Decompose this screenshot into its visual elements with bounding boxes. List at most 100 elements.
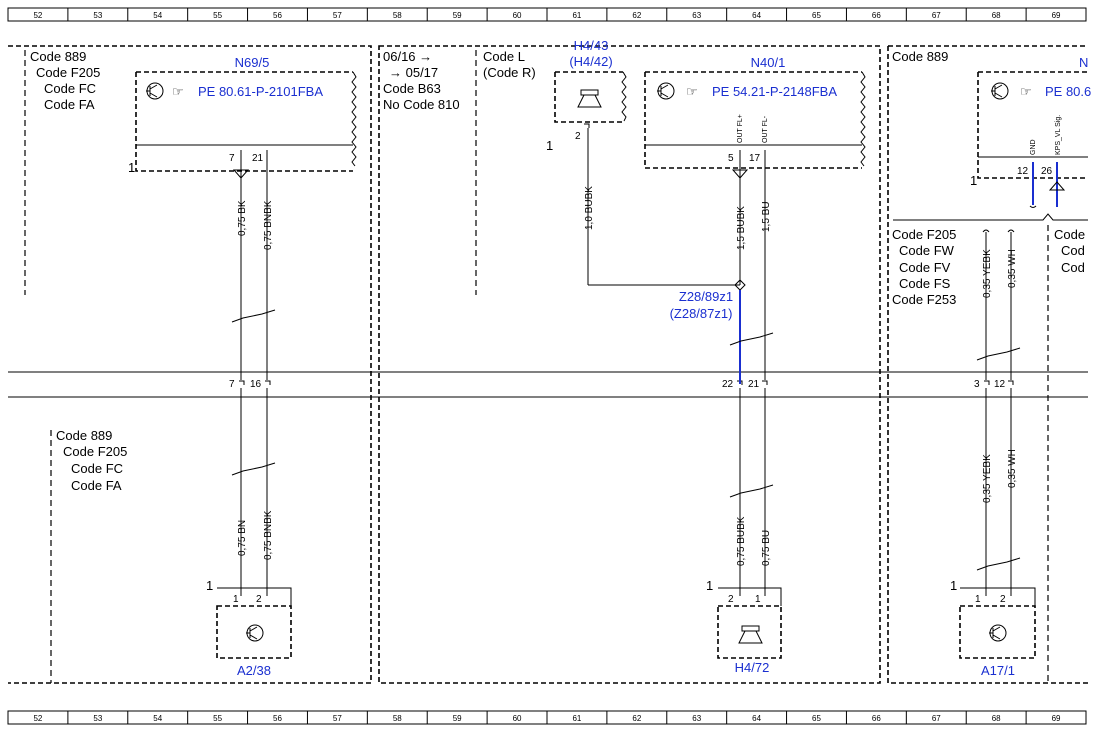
- ruler-column-label: 66: [872, 714, 881, 723]
- transistor-icon: [246, 624, 264, 642]
- code-line: Code FC: [71, 461, 123, 476]
- ground-mark: 1: [546, 138, 553, 153]
- code-line: Code B63: [383, 81, 441, 96]
- pointing-hand-icon: ☞: [172, 84, 184, 99]
- ruler-column-label: 68: [992, 11, 1001, 20]
- ruler-column-label: 55: [213, 714, 222, 723]
- code-line: → 05/17: [389, 65, 438, 80]
- wire-label: 1,5 BUBK: [736, 206, 747, 250]
- component-id: H4/43: [574, 38, 609, 53]
- ruler-column-label: 54: [153, 714, 162, 723]
- ruler-column-label: 64: [752, 11, 761, 20]
- code-line: Code FA: [71, 478, 122, 493]
- ground-mark: 1: [706, 578, 713, 593]
- component-id: N69/5: [235, 55, 270, 70]
- ruler-column-label: 69: [1052, 714, 1061, 723]
- code-line: Code F205: [892, 227, 956, 242]
- splice-alt-id: (Z28/87z1): [670, 306, 733, 321]
- code-line: Code FW: [899, 243, 955, 258]
- ruler-column-label: 66: [872, 11, 881, 20]
- component-id: H4/72: [735, 660, 770, 675]
- ground-mark: 1: [970, 173, 977, 188]
- pin-number: 12: [994, 379, 1006, 390]
- speaker-h4-72[interactable]: 1 2 1 H4/72: [706, 578, 782, 675]
- code-line: Code 889: [30, 49, 86, 64]
- ruler-column-label: 63: [692, 714, 701, 723]
- component-a2-38[interactable]: 1 1 2 A2/38: [206, 578, 292, 678]
- wire-label: 0,75 BN: [237, 520, 248, 556]
- module-n40-1[interactable]: N40/1 ☞ PE 54.21-P-2148FBA OUT FL+ OUT F…: [644, 55, 866, 169]
- code-line: Code FA: [44, 97, 95, 112]
- pin-number: 7: [229, 379, 235, 390]
- ruler-column-label: 63: [692, 11, 701, 20]
- wire-label: 0,75 BU: [761, 530, 772, 566]
- pin-number: 2: [728, 594, 734, 605]
- component-id: N40/1: [751, 55, 786, 70]
- pin-number: 1: [755, 594, 761, 605]
- component-a17-1[interactable]: 1 1 2 A17/1: [950, 578, 1036, 678]
- ruler-column-label: 54: [153, 11, 162, 20]
- ground-mark: 1: [206, 578, 213, 593]
- pin-number: 1: [975, 594, 981, 605]
- connector-pins: 7 16 22 21 3 12: [229, 379, 1014, 390]
- pin-number: 2: [575, 131, 581, 142]
- code-line: No Code 810: [383, 97, 460, 112]
- pin-number: 17: [749, 153, 761, 164]
- ruler-column-label: 53: [93, 11, 102, 20]
- wire-label: 0,35 YEBK: [982, 454, 993, 503]
- wires-a17: 0,35 YEBK 0,35 WH 0,35 YEBK 0,35 WH: [976, 229, 1021, 596]
- wire-label: 0,35 WH: [1007, 449, 1018, 488]
- wire-label: 0,35 WH: [1007, 249, 1018, 288]
- wires-n40: 1,5 BUBK 1,5 BU 0,75 BUBK 0,75 BU: [729, 150, 774, 596]
- speaker-icon: [577, 89, 602, 108]
- code-line: Code 889: [56, 428, 112, 443]
- transistor-icon: [989, 624, 1007, 642]
- pin-number: 22: [722, 379, 734, 390]
- ruler-column-label: 65: [812, 11, 821, 20]
- ruler-column-label: 58: [393, 714, 402, 723]
- pin-signal-label: OUT FL+: [737, 114, 744, 143]
- ground-mark: 1: [128, 160, 135, 175]
- ruler-column-label: 52: [33, 714, 42, 723]
- transistor-icon: [657, 82, 675, 100]
- left-bottom-codes: Code 889 Code F205 Code FC Code FA: [56, 428, 127, 493]
- wire-h443: 1,0 BUBK: [584, 128, 740, 286]
- ruler-column-label: 56: [273, 11, 282, 20]
- ruler-column-label: 59: [453, 11, 462, 20]
- ruler-column-label: 60: [513, 11, 522, 20]
- code-line: Code FS: [899, 276, 951, 291]
- code-line: (Code R): [483, 65, 536, 80]
- ruler-column-label: 61: [572, 714, 581, 723]
- transistor-icon: [991, 82, 1009, 100]
- component-alt-id: (H4/42): [569, 54, 612, 69]
- ruler-column-label: 61: [572, 11, 581, 20]
- ruler-column-label: 68: [992, 714, 1001, 723]
- wire-label: 0,75 BUBK: [736, 516, 747, 566]
- ruler-column-label: 52: [33, 11, 42, 20]
- component-id: A17/1: [981, 663, 1015, 678]
- pin-number: 2: [256, 594, 262, 605]
- ruler-column-label: 62: [632, 11, 641, 20]
- code-line: Code F253: [892, 292, 956, 307]
- pin-signal-label: GND: [1030, 139, 1037, 155]
- section-frames: [8, 45, 1088, 684]
- pointing-hand-icon: ☞: [1020, 84, 1032, 99]
- ruler-column-label: 57: [333, 714, 342, 723]
- code-line: Code L: [483, 49, 525, 64]
- wire-label: 0,35 YEBK: [982, 249, 993, 298]
- pe-reference: PE 80.61-P-2101FBA: [198, 84, 323, 99]
- pin-number: 21: [252, 153, 264, 164]
- wire-label: 1,5 BU: [761, 201, 772, 232]
- splice-z28[interactable]: Z28/89z1 (Z28/87z1): [670, 289, 734, 321]
- ground-mark: 1: [950, 578, 957, 593]
- wires-n69: 0,75 BK 0,75 BNBK 0,75 BN 0,75 BNBK: [231, 150, 276, 596]
- module-n69-5[interactable]: N69/5 ☞ PE 80.61-P-2101FBA 7 21 1: [128, 55, 357, 175]
- pin-signal-label: KPS_VL Sig.: [1055, 115, 1062, 155]
- pin-number: 1: [233, 594, 239, 605]
- wire-label: 0,75 BNBK: [263, 200, 274, 250]
- speaker-icon: [738, 625, 763, 644]
- module-n80[interactable]: N ☞ PE 80.6 GND KPS_VL Sig. 12 26 1: [970, 55, 1091, 188]
- speaker-h4-43[interactable]: H4/43 (H4/42) 2 1: [546, 38, 627, 153]
- far-right-codes: Code Cod Cod: [1054, 227, 1085, 275]
- pin-number: 16: [250, 379, 262, 390]
